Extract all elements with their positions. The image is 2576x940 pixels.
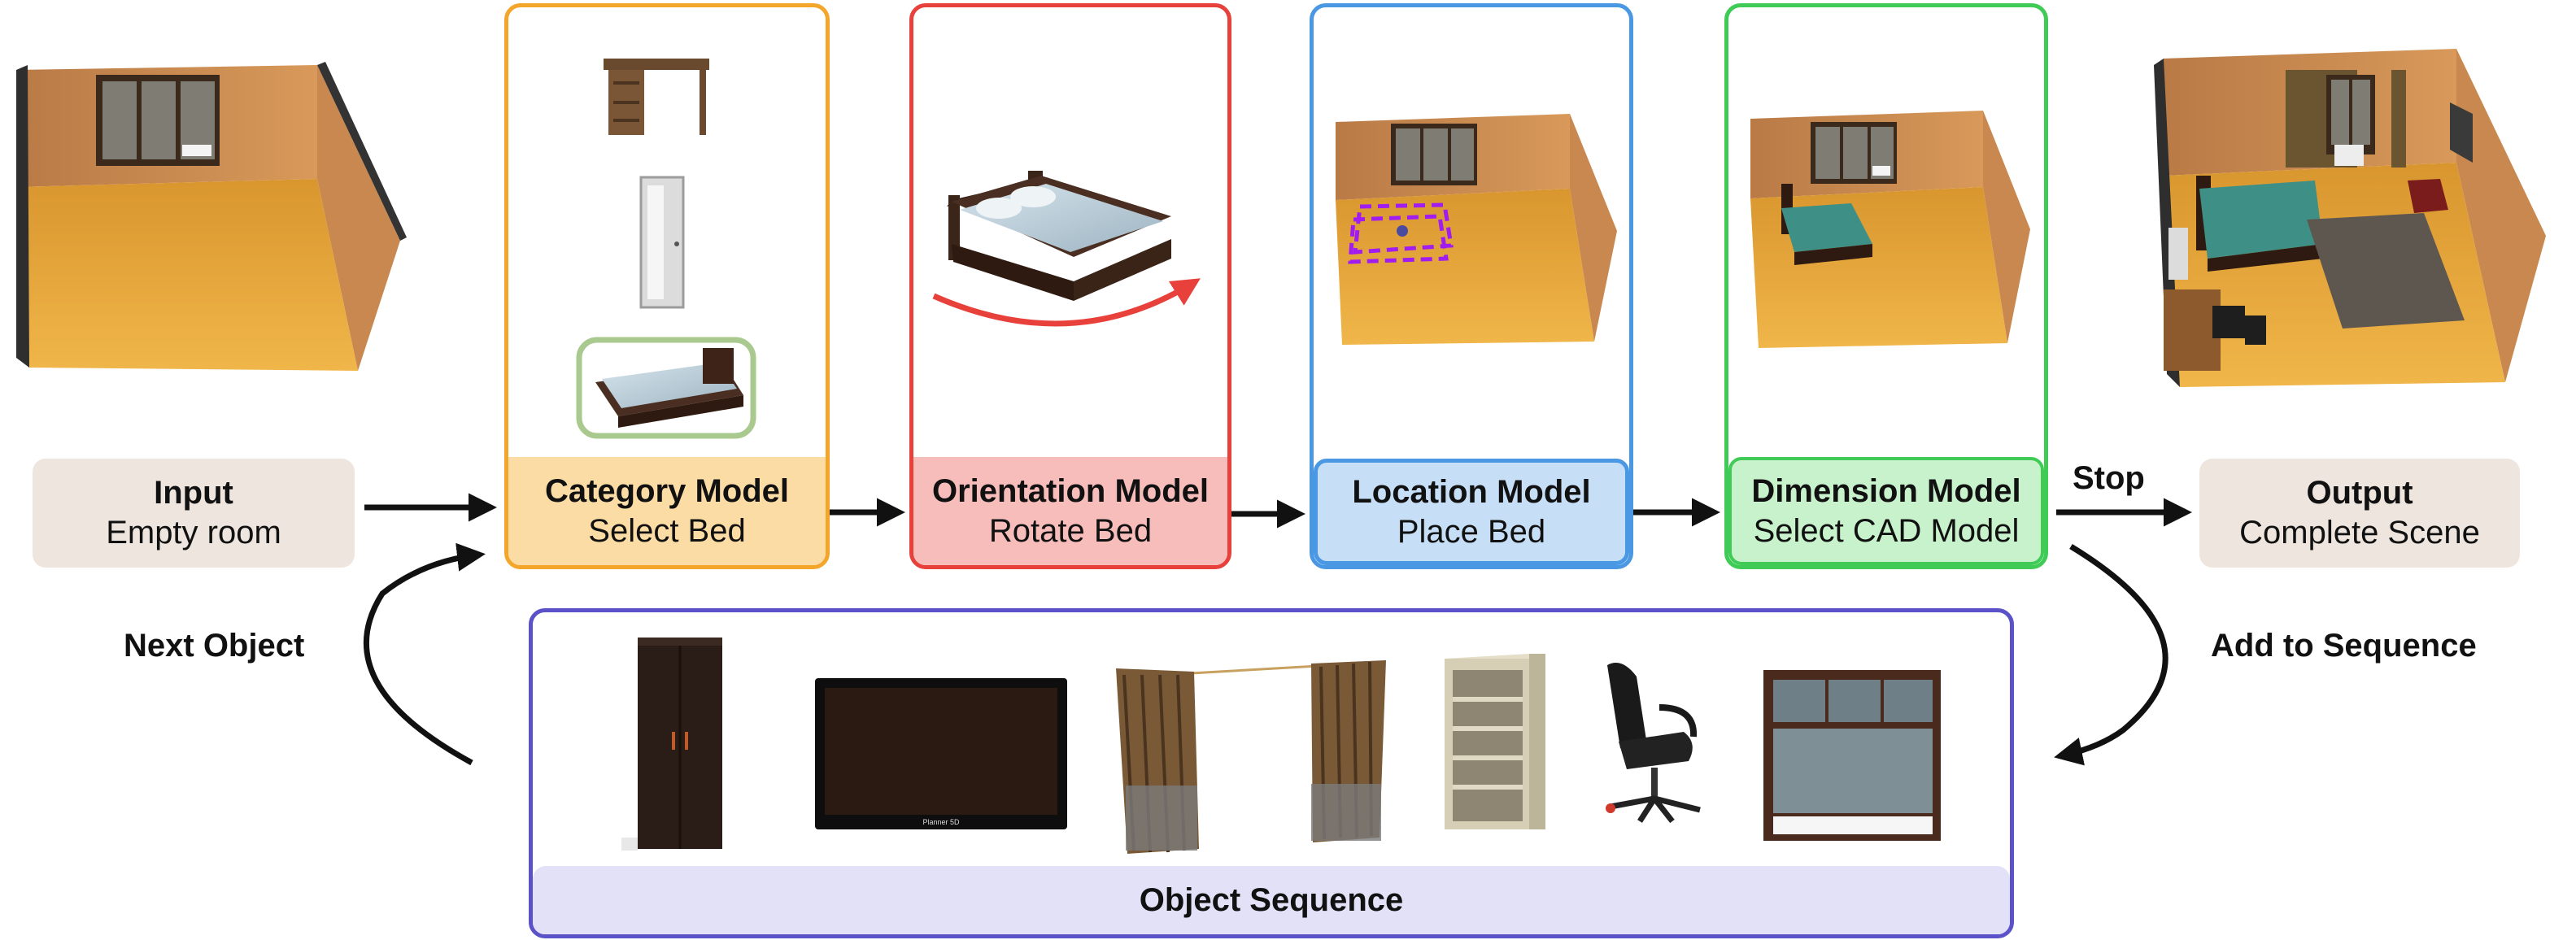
output-title: Output [2306,475,2413,511]
dimension-title: Dimension Model [1751,472,2021,509]
category-title: Category Model [544,472,790,509]
location-subtitle: Place Bed [1397,513,1546,550]
dimension-stage-frame [1724,3,2048,569]
input-empty-room-image [16,62,407,371]
input-label-box: Input Empty room [33,459,355,568]
bed-candidate-selected [576,337,756,439]
bookshelf-icon [1445,654,1545,829]
input-subtitle: Empty room [106,515,281,551]
output-subtitle: Complete Scene [2239,515,2480,551]
object-sequence-title: Object Sequence [1139,881,1404,918]
input-title: Input [154,475,233,511]
output-scene-image [2154,49,2546,387]
stop-label: Stop [2073,460,2145,496]
output-label-box: Output Complete Scene [2199,459,2520,568]
orientation-label-box: Orientation Model Rotate Bed [913,457,1227,565]
dimension-label-box: Dimension Model Select CAD Model [1728,457,2044,565]
location-label-box: Location Model Place Bed [1314,459,1629,565]
location-stage-frame [1310,3,1633,569]
tv-brand-text: Planner 5D [922,818,960,826]
wardrobe-icon [621,638,722,851]
orientation-bed-image [932,171,1201,327]
orientation-title: Orientation Model [932,472,1209,509]
location-title: Location Model [1352,473,1591,510]
arrow-next-object [363,542,486,766]
tv-icon: Planner 5D [815,678,1067,829]
office-chair-icon [1606,663,1701,824]
curtains-icon [1116,660,1386,854]
category-stage-frame [504,3,830,569]
add-to-sequence-label: Add to Sequence [2211,628,2477,664]
orientation-stage-frame [909,3,1231,569]
dimension-subtitle: Select CAD Model [1753,512,2020,549]
object-sequence-panel: Object Sequence [529,608,2014,938]
desk-candidate-icon [604,59,709,135]
door-candidate-icon [639,176,685,309]
dimension-room-image [1750,111,2030,348]
arrow-add-to-sequence [2054,544,2168,766]
orientation-subtitle: Rotate Bed [988,512,1153,549]
window-icon [1763,670,1941,841]
category-subtitle: Select Bed [588,512,746,549]
location-room-image [1336,114,1617,345]
next-object-label: Next Object [124,628,305,664]
object-sequence-label-bar: Object Sequence [533,866,2010,934]
category-label-box: Category Model Select Bed [508,457,826,565]
